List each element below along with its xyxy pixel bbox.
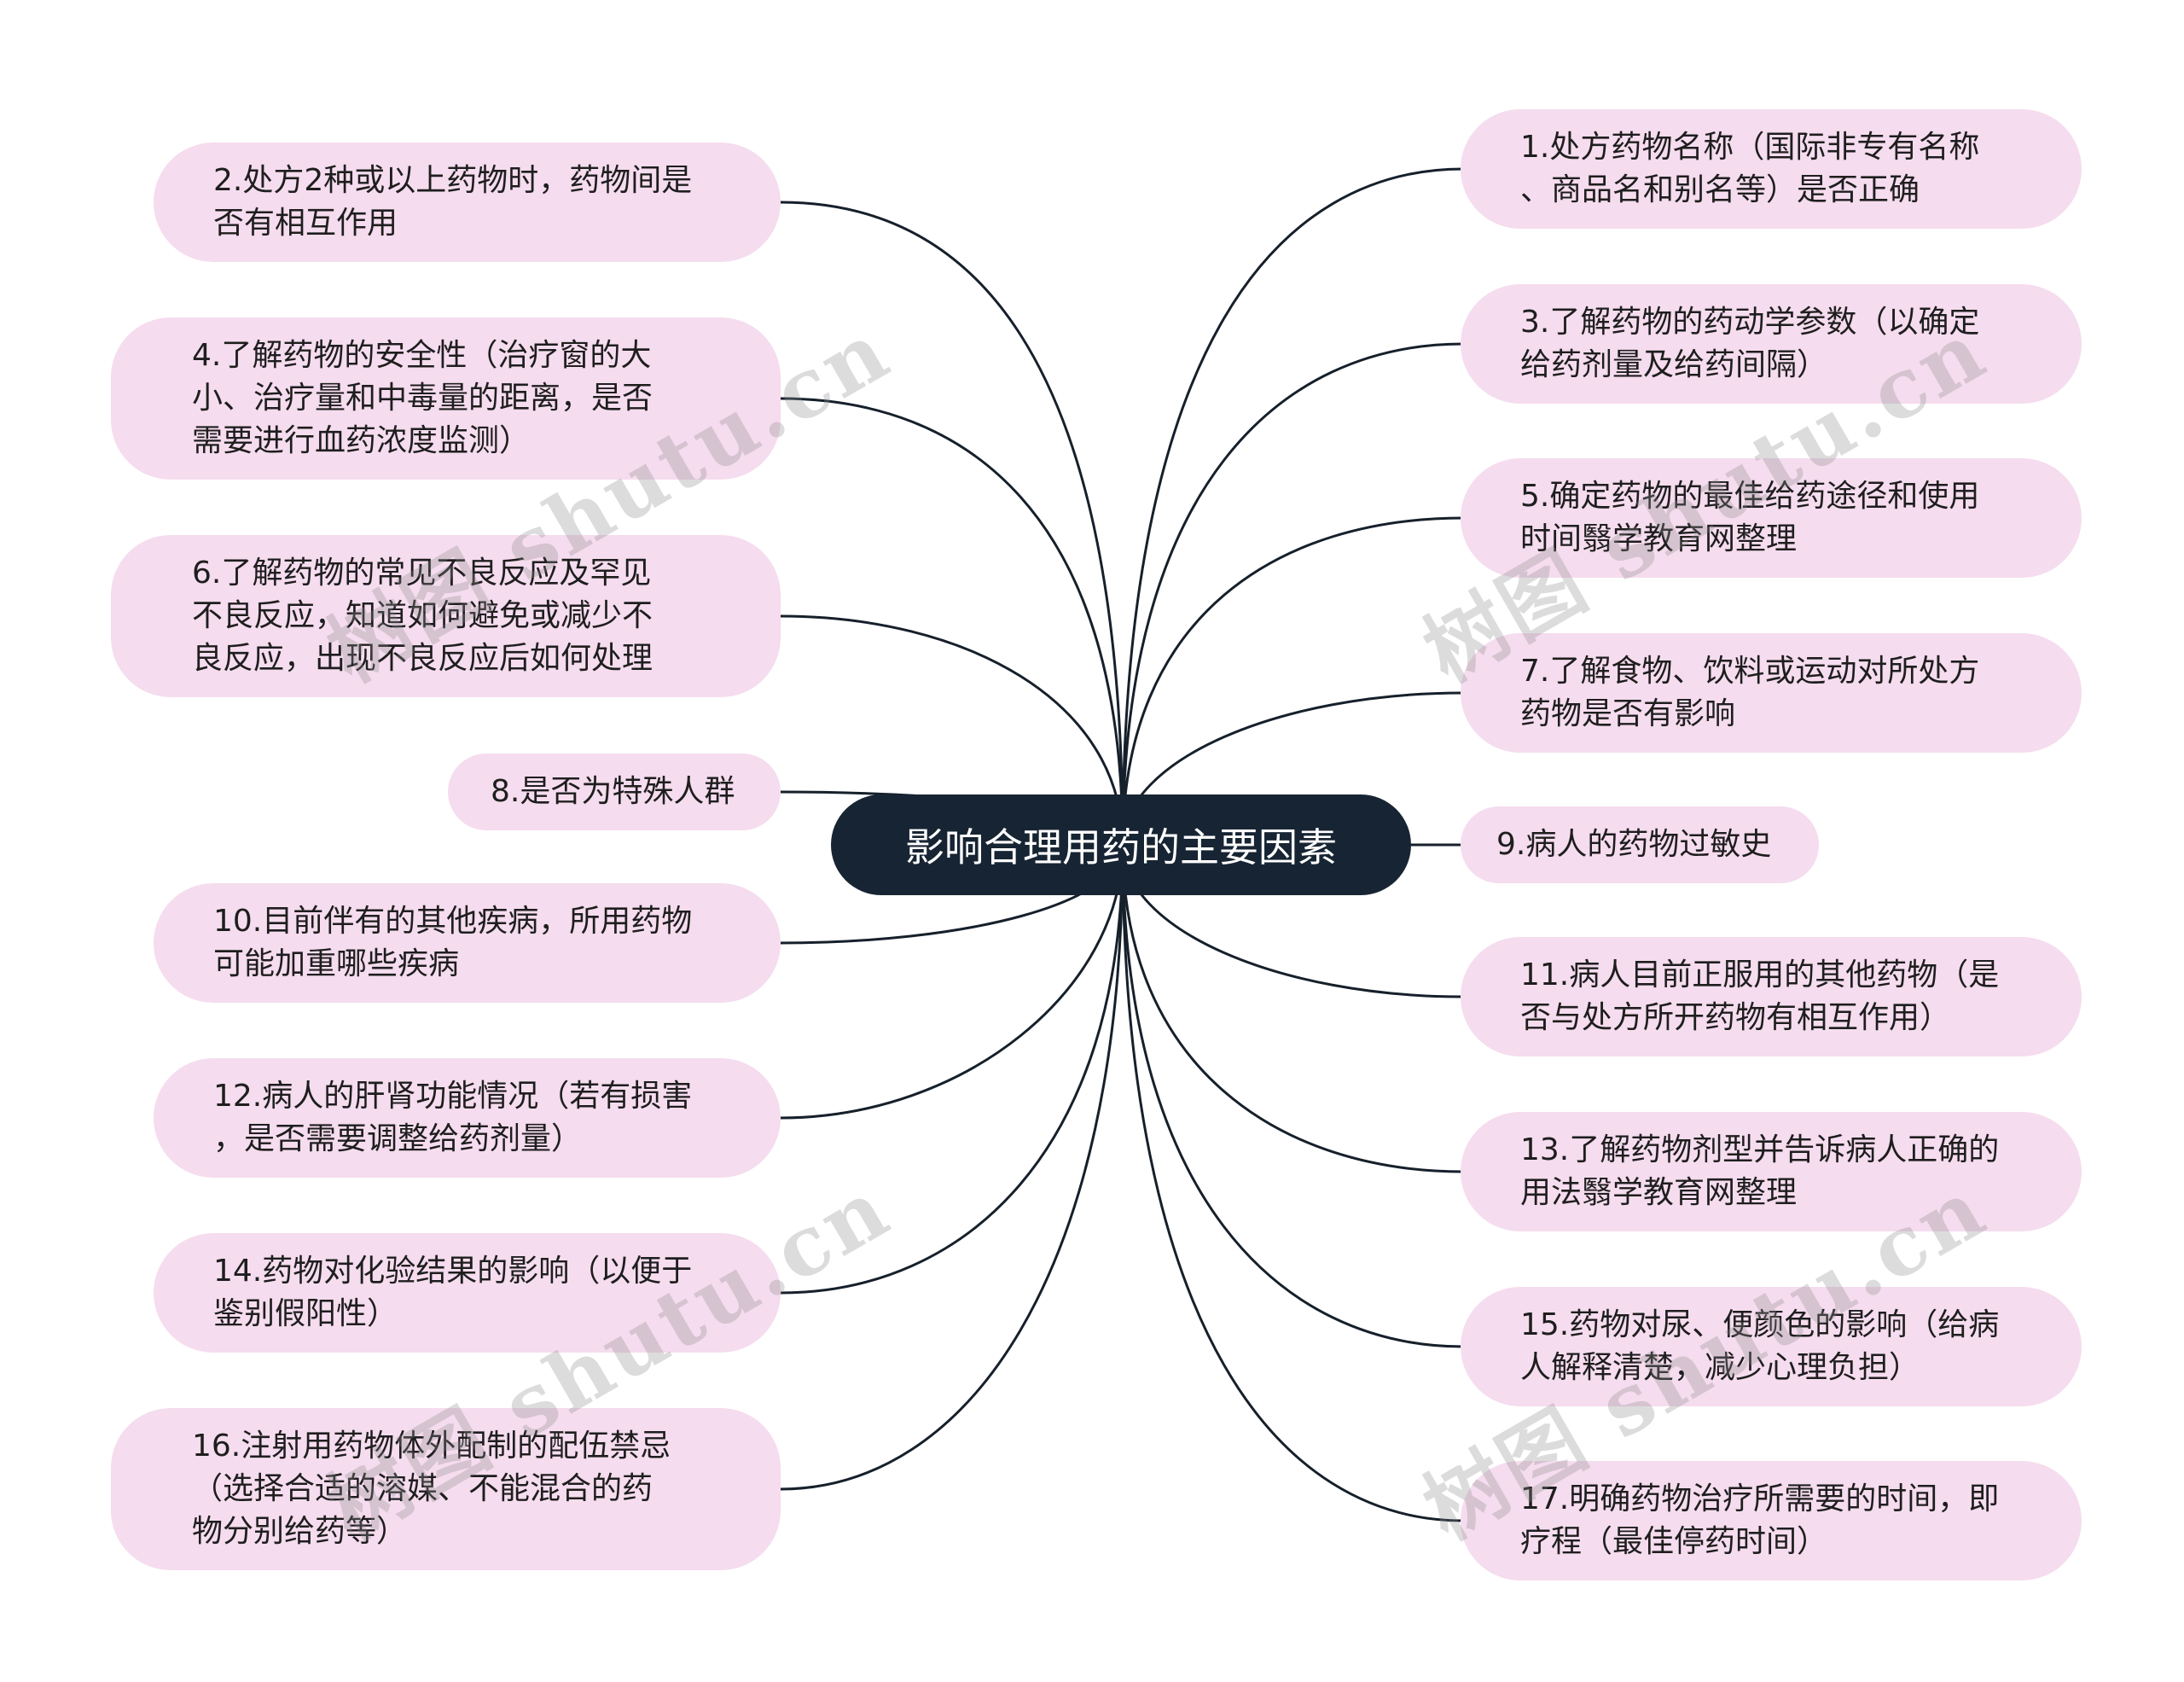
branch-node-9[interactable]: 9.病人的药物过敏史: [1461, 806, 1819, 883]
branch-node-1[interactable]: 1.处方药物名称（国际非专有名称 、商品名和别名等）是否正确: [1461, 109, 2082, 229]
root-node[interactable]: 影响合理用药的主要因素: [831, 794, 1411, 895]
branch-label: 17.明确药物治疗所需要的时间，即 疗程（最佳停药时间）: [1520, 1481, 2000, 1559]
branch-node-2[interactable]: 2.处方2种或以上药物时，药物间是 否有相互作用: [154, 143, 781, 262]
branch-label: 7.了解食物、饮料或运动对所处方 药物是否有影响: [1520, 654, 1980, 731]
root-label: 影响合理用药的主要因素: [905, 824, 1337, 870]
connector-4: [780, 397, 1124, 846]
branch-label: 1.处方药物名称（国际非专有名称 、商品名和别名等）是否正确: [1520, 130, 1980, 207]
branch-label: 11.病人目前正服用的其他药物（是 否与处方所开药物有相互作用）: [1520, 957, 2000, 1035]
connector-1: [1121, 167, 1464, 846]
connector-13: [1121, 844, 1464, 1173]
connector-15: [1121, 844, 1464, 1348]
branch-node-12[interactable]: 12.病人的肝肾功能情况（若有损害 ，是否需要调整给药剂量）: [154, 1058, 781, 1178]
branch-node-4[interactable]: 4.了解药物的安全性（治疗窗的大 小、治疗量和中毒量的距离，是否 需要进行血药浓…: [111, 317, 781, 480]
branch-label: 9.病人的药物过敏史: [1496, 827, 1772, 862]
branch-label: 12.病人的肝肾功能情况（若有损害 ，是否需要调整给药剂量）: [213, 1079, 693, 1156]
branch-label: 8.是否为特殊人群: [491, 774, 735, 809]
branch-node-17[interactable]: 17.明确药物治疗所需要的时间，即 疗程（最佳停药时间）: [1461, 1461, 2082, 1580]
branch-label: 4.了解药物的安全性（治疗窗的大 小、治疗量和中毒量的距离，是否 需要进行血药浓…: [192, 338, 653, 458]
branch-node-6[interactable]: 6.了解药物的常见不良反应及罕见 不良反应，知道如何避免或减少不 良反应，出现不…: [111, 535, 781, 697]
branch-node-11[interactable]: 11.病人目前正服用的其他药物（是 否与处方所开药物有相互作用）: [1461, 937, 2082, 1056]
branch-node-7[interactable]: 7.了解食物、饮料或运动对所处方 药物是否有影响: [1461, 633, 2082, 753]
branch-node-15[interactable]: 15.药物对尿、便颜色的影响（给病 人解释清楚，减少心理负担）: [1461, 1287, 2082, 1406]
branch-label: 13.了解药物剂型并告诉病人正确的 用法翳学教育网整理: [1520, 1132, 2000, 1210]
branch-label: 15.药物对尿、便颜色的影响（给病 人解释清楚，减少心理负担）: [1520, 1307, 2000, 1385]
branch-node-10[interactable]: 10.目前伴有的其他疾病，所用药物 可能加重哪些疾病: [154, 883, 781, 1003]
connector-6: [780, 614, 1124, 846]
branch-node-16[interactable]: 16.注射用药物体外配制的配伍禁忌 （选择合适的溶媒、不能混合的药 物分别给药等…: [111, 1408, 781, 1570]
connector-2: [780, 201, 1124, 846]
connector-16: [780, 844, 1124, 1491]
branch-label: 2.处方2种或以上药物时，药物间是 否有相互作用: [213, 163, 693, 241]
branch-label: 14.药物对化验结果的影响（以便于 鉴别假阳性）: [213, 1254, 693, 1331]
branch-node-5[interactable]: 5.确定药物的最佳给药途径和使用 时间翳学教育网整理: [1461, 458, 2082, 578]
branch-node-14[interactable]: 14.药物对化验结果的影响（以便于 鉴别假阳性）: [154, 1233, 781, 1353]
branch-node-8[interactable]: 8.是否为特殊人群: [448, 754, 781, 830]
branch-node-13[interactable]: 13.了解药物剂型并告诉病人正确的 用法翳学教育网整理: [1461, 1112, 2082, 1231]
branch-node-3[interactable]: 3.了解药物的药动学参数（以确定 给药剂量及给药间隔）: [1461, 284, 2082, 404]
branch-label: 6.了解药物的常见不良反应及罕见 不良反应，知道如何避免或减少不 良反应，出现不…: [192, 556, 653, 676]
connector-5: [1121, 516, 1464, 846]
branch-label: 16.注射用药物体外配制的配伍禁忌 （选择合适的溶媒、不能混合的药 物分别给药等…: [192, 1429, 671, 1549]
connector-12: [780, 844, 1124, 1120]
branch-label: 10.目前伴有的其他疾病，所用药物 可能加重哪些疾病: [213, 904, 693, 981]
branch-label: 3.了解药物的药动学参数（以确定 给药剂量及给药间隔）: [1520, 305, 1980, 382]
connector-17: [1121, 844, 1464, 1522]
branch-label: 5.确定药物的最佳给药途径和使用 时间翳学教育网整理: [1520, 479, 1980, 556]
connector-14: [780, 844, 1124, 1295]
connector-3: [1121, 342, 1464, 846]
